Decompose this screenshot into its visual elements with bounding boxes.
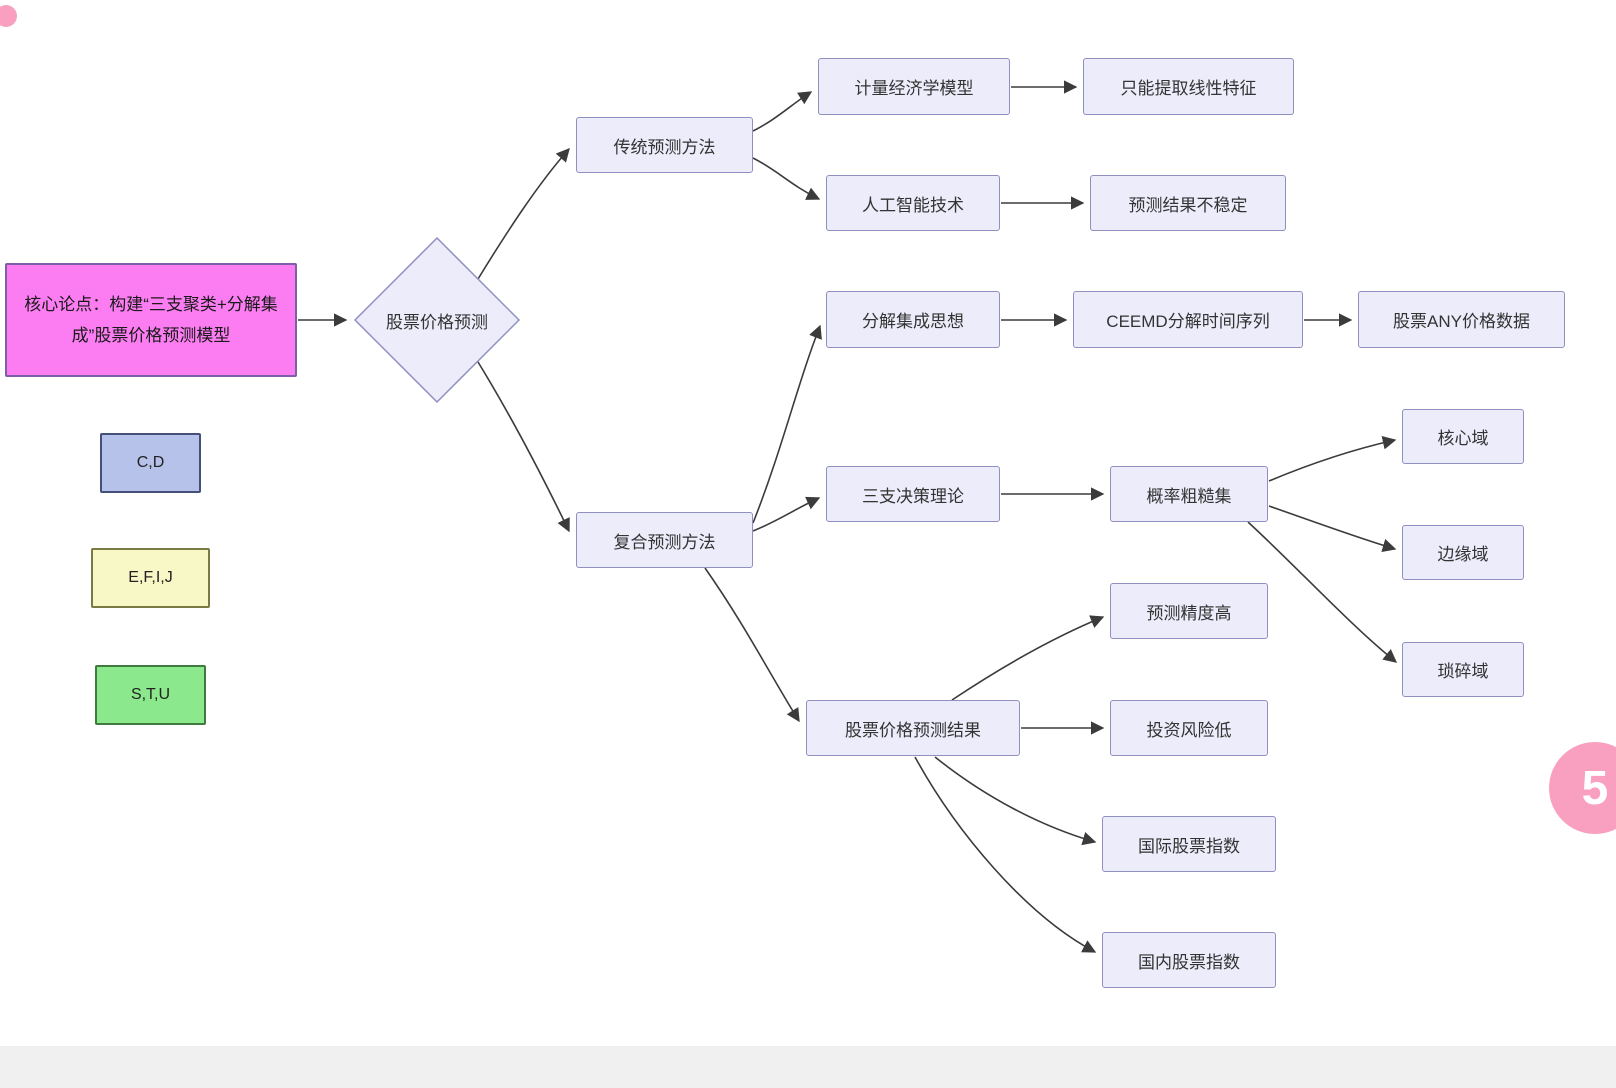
node-ai-technology[interactable]: 人工智能技术 [826,175,1000,231]
edge-composite-result [704,567,800,723]
diamond-shape [353,236,521,404]
node-three-way-decision[interactable]: 三支决策理论 [826,466,1000,522]
node-econometric-model[interactable]: 计量经济学模型 [818,58,1010,115]
node-ceemd-decomposition[interactable]: CEEMD分解时间序列 [1073,291,1303,348]
node-trivial-region[interactable]: 琐碎域 [1402,642,1524,697]
node-low-investment-risk[interactable]: 投资风险低 [1110,700,1268,756]
node-domestic-stock-index[interactable]: 国内股票指数 [1102,932,1276,988]
node-label: 股票价格预测 [386,312,488,332]
edge-roughset-trivial [1247,521,1398,663]
node-linear-features-only[interactable]: 只能提取线性特征 [1083,58,1294,115]
watermark-badge: 5 [1549,742,1616,834]
node-traditional-methods[interactable]: 传统预测方法 [576,117,753,173]
node-unstable-results[interactable]: 预测结果不稳定 [1090,175,1286,231]
node-stock-any-price-data[interactable]: 股票ANY价格数据 [1358,291,1565,348]
node-prediction-results[interactable]: 股票价格预测结果 [806,700,1020,756]
legend-stu[interactable]: S,T,U [95,665,206,725]
edge-roughset-core [1268,436,1397,482]
node-international-stock-index[interactable]: 国际股票指数 [1102,816,1276,872]
edge-result-domestic [914,756,1097,953]
legend-efij[interactable]: E,F,I,J [91,548,210,608]
edge-traditional-ai [752,157,821,200]
edge-composite-threeway [752,496,821,532]
node-core-region[interactable]: 核心域 [1402,409,1524,464]
edge-traditional-econometric [752,91,813,132]
edge-roughset-boundary [1268,505,1397,552]
footer-bar [0,1046,1616,1088]
legend-cd[interactable]: C,D [100,433,201,493]
node-probabilistic-rough-set[interactable]: 概率粗糙集 [1110,466,1268,522]
edge-composite-decomposition [752,324,822,524]
node-stock-price-prediction[interactable]: 股票价格预测 [353,236,521,404]
node-decomposition-ensemble[interactable]: 分解集成思想 [826,291,1000,348]
node-core-thesis[interactable]: 核心论点：构建“三支聚类+分解集成”股票价格预测模型 [5,263,297,377]
edge-result-accuracy [951,615,1105,701]
node-high-accuracy[interactable]: 预测精度高 [1110,583,1268,639]
node-composite-methods[interactable]: 复合预测方法 [576,512,753,568]
corner-pink-dot [0,5,17,27]
edge-result-intl [934,756,1097,846]
node-boundary-region[interactable]: 边缘域 [1402,525,1524,580]
